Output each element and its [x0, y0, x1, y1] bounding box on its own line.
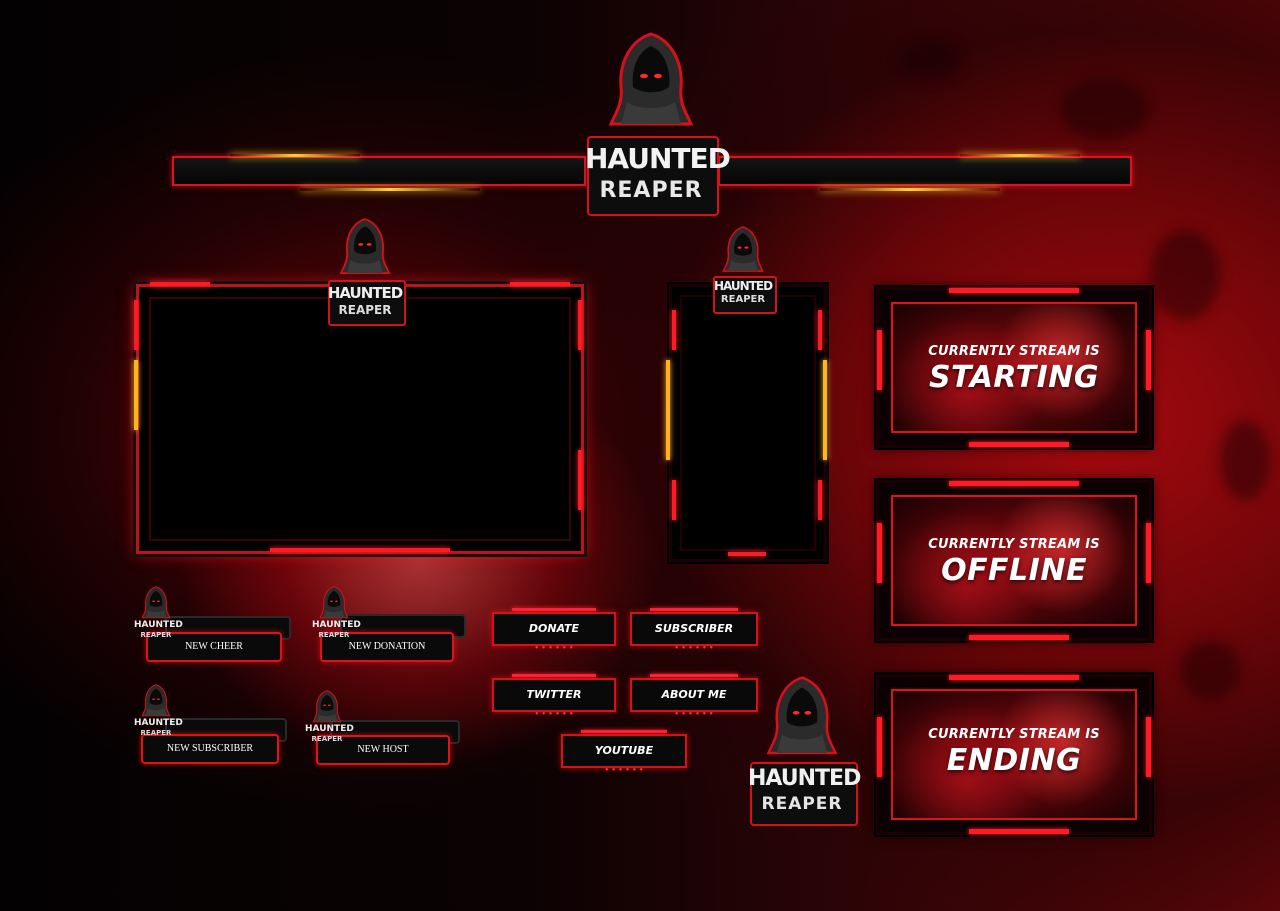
- webcam-logo-title: HAUNTED: [327, 284, 403, 302]
- panel-about-me[interactable]: ABOUT ME • • • • • •: [630, 674, 758, 718]
- logo-subtitle: REAPER: [599, 178, 703, 203]
- panel-twitter[interactable]: TWITTER • • • • • •: [492, 674, 616, 718]
- alert-new-cheer: NEW CHEER: [146, 632, 282, 662]
- alert-logo-title: HAUNTED: [134, 620, 183, 630]
- panel-donate[interactable]: DONATE • • • • • •: [492, 608, 616, 652]
- hooded-reaper-icon: [326, 218, 404, 284]
- hooded-reaper-icon: [134, 684, 178, 722]
- header-glow-right-2: [820, 188, 1000, 191]
- scene-subtitle: CURRENTLY STREAM IS: [928, 537, 1100, 552]
- alert-new-donation: NEW DONATION: [320, 632, 454, 662]
- scene-title: STARTING: [928, 360, 1100, 395]
- footer-logo: HAUNTED REAPER: [748, 676, 861, 826]
- hooded-reaper-icon: [748, 676, 856, 768]
- alert-logo-title: HAUNTED: [134, 718, 183, 728]
- panel-label: SUBSCRIBER: [654, 622, 734, 635]
- alert-logo-subtitle: REAPER: [311, 735, 343, 743]
- footer-logo-title: HAUNTED: [748, 766, 861, 791]
- scene-subtitle: CURRENTLY STREAM IS: [928, 727, 1100, 742]
- vertical-logo-subtitle: REAPER: [720, 294, 766, 305]
- hooded-reaper-icon: [305, 690, 349, 728]
- webcam-frame-vertical: [669, 284, 827, 562]
- scene-title: OFFLINE: [941, 553, 1087, 588]
- panel-label: DONATE: [528, 622, 580, 635]
- header-glow-left-2: [300, 188, 480, 191]
- alert-logo: HAUNTED REAPER: [134, 586, 183, 648]
- webcam-frame-large: [136, 284, 584, 554]
- vertical-cam-logo: HAUNTED REAPER: [711, 226, 777, 314]
- alert-logo-subtitle: REAPER: [140, 729, 172, 737]
- footer-logo-subtitle: REAPER: [761, 794, 843, 814]
- scene-starting: CURRENTLY STREAM IS STARTING: [876, 287, 1152, 448]
- scene-offline: CURRENTLY STREAM IS OFFLINE: [876, 480, 1152, 641]
- hooded-reaper-icon: [134, 586, 178, 624]
- vertical-logo-title: HAUNTED: [713, 279, 773, 293]
- panel-label: TWITTER: [526, 688, 582, 701]
- alert-new-subscriber: NEW SUBSCRIBER: [141, 734, 279, 764]
- alert-logo-subtitle: REAPER: [318, 631, 350, 639]
- alert-logo-subtitle: REAPER: [140, 631, 172, 639]
- webcam-logo: HAUNTED REAPER: [326, 218, 406, 326]
- panel-youtube[interactable]: YOUTUBE • • • • • •: [561, 730, 687, 774]
- main-logo: HAUNTED REAPER: [585, 32, 731, 216]
- scene-title: ENDING: [946, 743, 1082, 778]
- alert-logo: HAUNTED REAPER: [312, 586, 361, 648]
- webcam-logo-subtitle: REAPER: [338, 303, 392, 317]
- alert-logo-title: HAUNTED: [305, 724, 354, 734]
- alert-logo-title: HAUNTED: [312, 620, 361, 630]
- hooded-reaper-icon: [585, 32, 717, 142]
- header-glow-left: [230, 154, 360, 157]
- scene-ending: CURRENTLY STREAM IS ENDING: [876, 674, 1152, 835]
- header-bar-right: [718, 156, 1132, 186]
- header-bar-left: [172, 156, 586, 186]
- alert-logo: HAUNTED REAPER: [305, 690, 354, 752]
- alert-new-host: NEW HOST: [316, 735, 450, 765]
- panel-label: YOUTUBE: [594, 744, 654, 757]
- panel-label: ABOUT ME: [661, 688, 727, 701]
- panel-subscriber[interactable]: SUBSCRIBER • • • • • •: [630, 608, 758, 652]
- alert-logo: HAUNTED REAPER: [134, 684, 183, 746]
- hooded-reaper-icon: [711, 226, 775, 280]
- hooded-reaper-icon: [312, 586, 356, 624]
- logo-title: HAUNTED: [585, 142, 731, 175]
- scene-subtitle: CURRENTLY STREAM IS: [928, 344, 1100, 359]
- header-glow-right: [960, 154, 1080, 157]
